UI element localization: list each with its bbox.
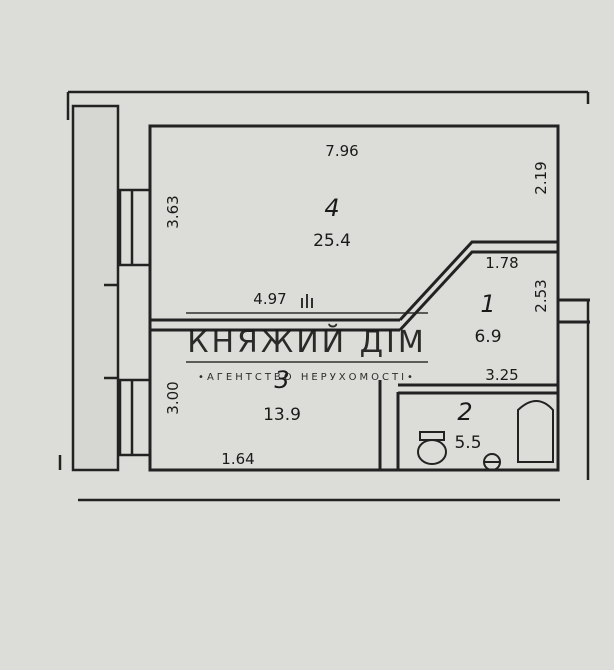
- watermark-crown-icon: [301, 294, 313, 308]
- bathroom-fixtures: [417, 400, 554, 471]
- dim-room1-right: 2.53: [532, 279, 550, 312]
- outer-lines: [58, 90, 590, 502]
- dim-room2-top: 3.25: [485, 366, 518, 384]
- dim-right-upper: 2.19: [532, 161, 550, 194]
- watermark: КНЯЖИЙ ДІМ •АГЕНТСТВО НЕРУХОМОСТІ•: [186, 294, 428, 383]
- room-4-number: 4: [324, 194, 339, 222]
- room-2-number: 2: [457, 398, 472, 426]
- dim-room4-top: 7.96: [325, 142, 358, 160]
- room-1-number: 1: [480, 290, 495, 318]
- room-4-area: 25.4: [313, 231, 351, 251]
- dim-room4-bottom: 4.97: [253, 290, 286, 308]
- watermark-tagline: •АГЕНТСТВО НЕРУХОМОСТІ•: [198, 372, 416, 383]
- room-1-area: 6.9: [474, 327, 501, 347]
- dim-room4-left: 3.63: [164, 195, 182, 228]
- room-3-area: 13.9: [263, 405, 301, 425]
- dim-room3-bottom: 1.64: [221, 450, 254, 468]
- room-walls: [148, 124, 590, 472]
- left-exterior-wall: [71, 104, 150, 472]
- room-3-number: 3: [274, 366, 289, 394]
- watermark-brand: КНЯЖИЙ ДІМ: [187, 324, 427, 360]
- dim-room1-top: 1.78: [485, 254, 518, 272]
- dim-room3-left: 3.00: [164, 381, 182, 414]
- room-2-area: 5.5: [454, 433, 481, 453]
